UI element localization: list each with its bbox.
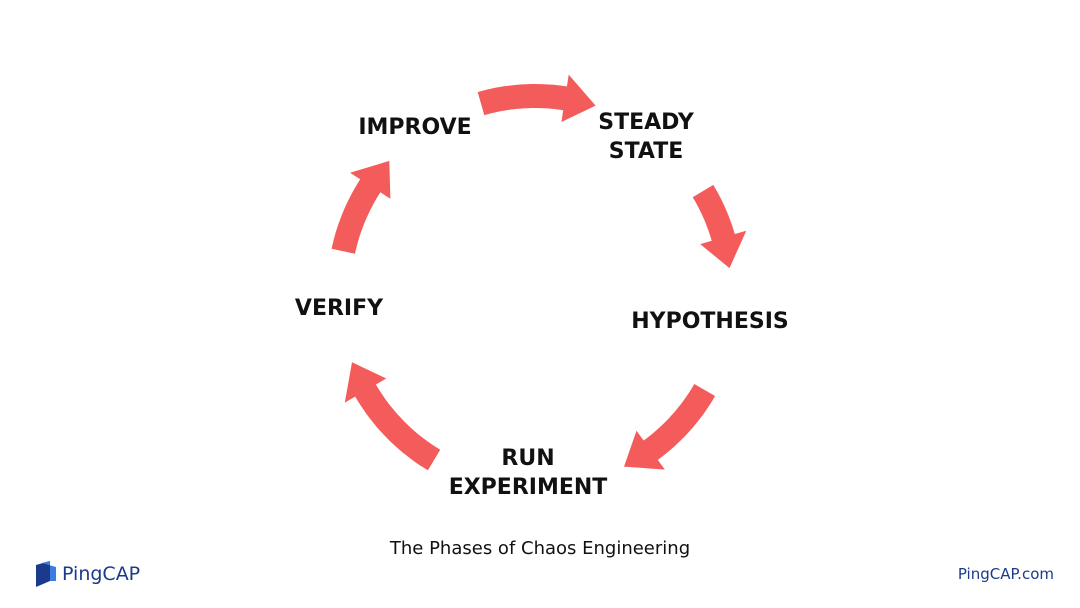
- phase-label-line: EXPERIMENT: [448, 475, 608, 500]
- phase-improve: IMPROVE: [358, 113, 471, 142]
- phase-label-line: STATE: [608, 139, 684, 164]
- logo-text: PingCAP: [62, 563, 141, 585]
- arrow-hypothesis-to-run-experiment: [624, 384, 716, 470]
- phase-steady-state: STEADY STATE: [598, 108, 694, 166]
- arrow-run-experiment-to-verify: [344, 362, 441, 471]
- phase-label-line: IMPROVE: [358, 115, 472, 140]
- arrow-improve-to-steady-state: [477, 74, 596, 122]
- phase-hypothesis: HYPOTHESIS: [631, 307, 789, 336]
- arrow-steady-state-to-hypothesis: [692, 184, 747, 269]
- phase-label-line: VERIFY: [294, 296, 384, 321]
- pingcap-logo: PingCAP: [36, 561, 140, 587]
- phase-label-line: RUN: [501, 446, 555, 471]
- phase-verify: VERIFY: [295, 294, 383, 323]
- phase-run-experiment: RUN EXPERIMENT: [449, 444, 608, 502]
- pingcap-logo-icon: [36, 561, 56, 587]
- diagram-caption: The Phases of Chaos Engineering: [389, 538, 691, 559]
- site-url: PingCAP.com: [957, 565, 1054, 583]
- arrow-verify-to-improve: [331, 160, 391, 254]
- phase-label-line: HYPOTHESIS: [631, 309, 789, 334]
- phase-label-line: STEADY: [598, 110, 694, 135]
